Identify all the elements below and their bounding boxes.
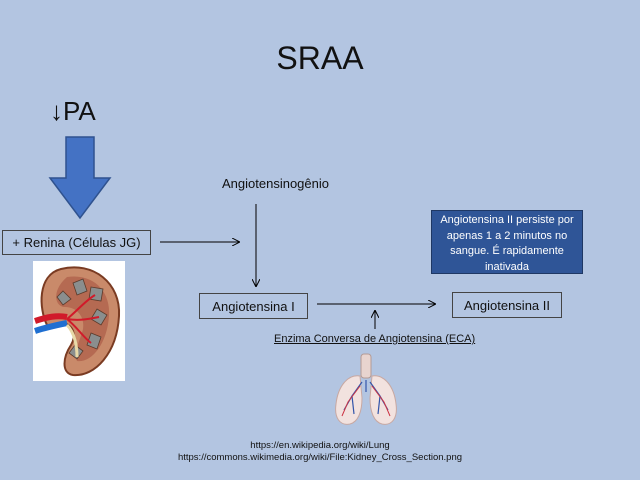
angiotensin-2-box: Angiotensina II [452, 292, 562, 318]
lungs-image [335, 353, 397, 425]
angiotensinogen-label: Angiotensinogênio [222, 176, 329, 191]
renina-box: + Renina (Células JG) [2, 230, 151, 255]
source-link-lung[interactable]: https://en.wikipedia.org/wiki/Lung [250, 440, 390, 451]
angiotensin-1-box: Angiotensina I [199, 293, 308, 319]
kidney-image [33, 261, 125, 381]
eca-label: Enzima Conversa de Angiotensina (ECA) [274, 333, 476, 345]
source-link-kidney[interactable]: https://commons.wikimedia.org/wiki/File:… [177, 452, 463, 463]
down-arrow-icon [48, 136, 112, 220]
pa-decrease-label: ↓PA [50, 96, 96, 126]
angiotensin-2-note: Angiotensina II persiste por apenas 1 a … [431, 210, 583, 274]
slide-title: SRAA [276, 40, 364, 76]
